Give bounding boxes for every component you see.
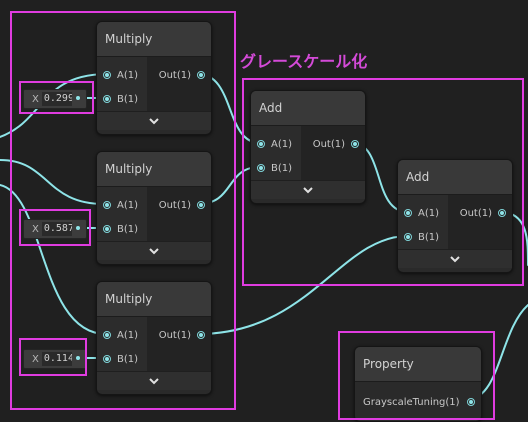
axis-label: X [32, 223, 39, 235]
port-dot-icon[interactable] [103, 355, 111, 363]
input-port-a[interactable]: A(1) [251, 132, 301, 156]
port-dot-icon[interactable] [103, 331, 111, 339]
port-label: A(1) [117, 69, 139, 81]
port-dot-icon[interactable] [103, 71, 111, 79]
node-title: Property [355, 347, 481, 382]
port-dot-icon [76, 96, 80, 100]
chevron-down-icon [303, 187, 313, 194]
wire-in-blue [0, 184, 107, 335]
output-port[interactable]: Out(1) [301, 132, 365, 156]
input-port-a[interactable]: A(1) [97, 193, 147, 217]
input-port-b[interactable]: B(1) [97, 217, 147, 241]
port-label: Out(1) [158, 69, 191, 81]
node-title: Multiply [97, 152, 211, 187]
value-input-2[interactable]: X 0.587 [23, 219, 87, 239]
port-dot-icon [76, 226, 80, 230]
input-port-a[interactable]: A(1) [398, 201, 448, 225]
port-dot-icon[interactable] [351, 140, 359, 148]
port-label: A(1) [117, 199, 139, 211]
wire-in-green [0, 159, 107, 206]
port-label: B(1) [271, 162, 293, 174]
wire-mul3-add2 [197, 235, 409, 335]
port-dot-icon[interactable] [404, 209, 412, 217]
port-label: B(1) [117, 93, 139, 105]
port-dot-icon[interactable] [197, 201, 205, 209]
property-node[interactable]: Property GrayscaleTuning(1) [354, 346, 482, 422]
input-port-b[interactable]: B(1) [97, 87, 147, 111]
expand-toggle[interactable] [398, 249, 512, 268]
port-dot-icon[interactable] [197, 331, 205, 339]
port-label: Out(1) [459, 207, 492, 219]
port-label: Out(1) [158, 199, 191, 211]
input-port-a[interactable]: A(1) [97, 323, 147, 347]
port-label: Out(1) [312, 138, 345, 150]
port-dot-icon [76, 356, 80, 360]
port-label: A(1) [117, 329, 139, 341]
output-port[interactable]: Out(1) [147, 63, 211, 87]
port-dot-icon[interactable] [498, 209, 506, 217]
add-node-2[interactable]: Add A(1) B(1) Out(1) [397, 159, 513, 273]
node-title: Add [398, 160, 512, 195]
port-dot-icon[interactable] [257, 140, 265, 148]
port-label: GrayscaleTuning(1) [363, 396, 460, 408]
port-dot-icon[interactable] [257, 164, 265, 172]
value-input-3[interactable]: X 0.114 [23, 349, 87, 369]
expand-toggle[interactable] [97, 241, 211, 260]
add-node-1[interactable]: Add A(1) B(1) Out(1) [250, 90, 366, 204]
axis-label: X [32, 353, 39, 365]
chevron-down-icon [450, 256, 460, 263]
port-label: B(1) [418, 231, 440, 243]
value-field[interactable]: 0.299 [41, 92, 72, 106]
port-label: A(1) [418, 207, 440, 219]
multiply-node-3[interactable]: Multiply A(1) B(1) Out(1) [96, 281, 212, 395]
value-field[interactable]: 0.114 [41, 352, 72, 366]
expand-toggle[interactable] [97, 371, 211, 390]
expand-toggle[interactable] [251, 180, 365, 199]
port-dot-icon[interactable] [103, 201, 111, 209]
chevron-down-icon [149, 118, 159, 125]
group-label: グレースケール化 [240, 52, 368, 71]
expand-toggle[interactable] [97, 111, 211, 130]
port-dot-icon[interactable] [103, 225, 111, 233]
port-label: B(1) [117, 353, 139, 365]
port-dot-icon[interactable] [103, 95, 111, 103]
node-title: Multiply [97, 22, 211, 57]
value-field[interactable]: 0.587 [41, 222, 72, 236]
chevron-down-icon [149, 378, 159, 385]
multiply-node-2[interactable]: Multiply A(1) B(1) Out(1) [96, 151, 212, 265]
input-port-b[interactable]: B(1) [398, 225, 448, 249]
input-port-b[interactable]: B(1) [251, 156, 301, 180]
node-title: Add [251, 91, 365, 126]
output-port[interactable]: Out(1) [448, 201, 512, 225]
chevron-down-icon [149, 248, 159, 255]
output-port[interactable]: Out(1) [147, 193, 211, 217]
input-port-b[interactable]: B(1) [97, 347, 147, 371]
port-dot-icon[interactable] [404, 233, 412, 241]
node-title: Multiply [97, 282, 211, 317]
port-label: B(1) [117, 223, 139, 235]
output-port[interactable]: GrayscaleTuning(1) [355, 390, 481, 414]
value-input-1[interactable]: X 0.299 [23, 89, 87, 109]
multiply-node-1[interactable]: Multiply A(1) B(1) Out(1) [96, 21, 212, 135]
axis-label: X [32, 93, 39, 105]
port-label: Out(1) [158, 329, 191, 341]
port-dot-icon[interactable] [467, 398, 475, 406]
port-label: A(1) [271, 138, 293, 150]
input-port-a[interactable]: A(1) [97, 63, 147, 87]
port-dot-icon[interactable] [197, 71, 205, 79]
output-port[interactable]: Out(1) [147, 323, 211, 347]
